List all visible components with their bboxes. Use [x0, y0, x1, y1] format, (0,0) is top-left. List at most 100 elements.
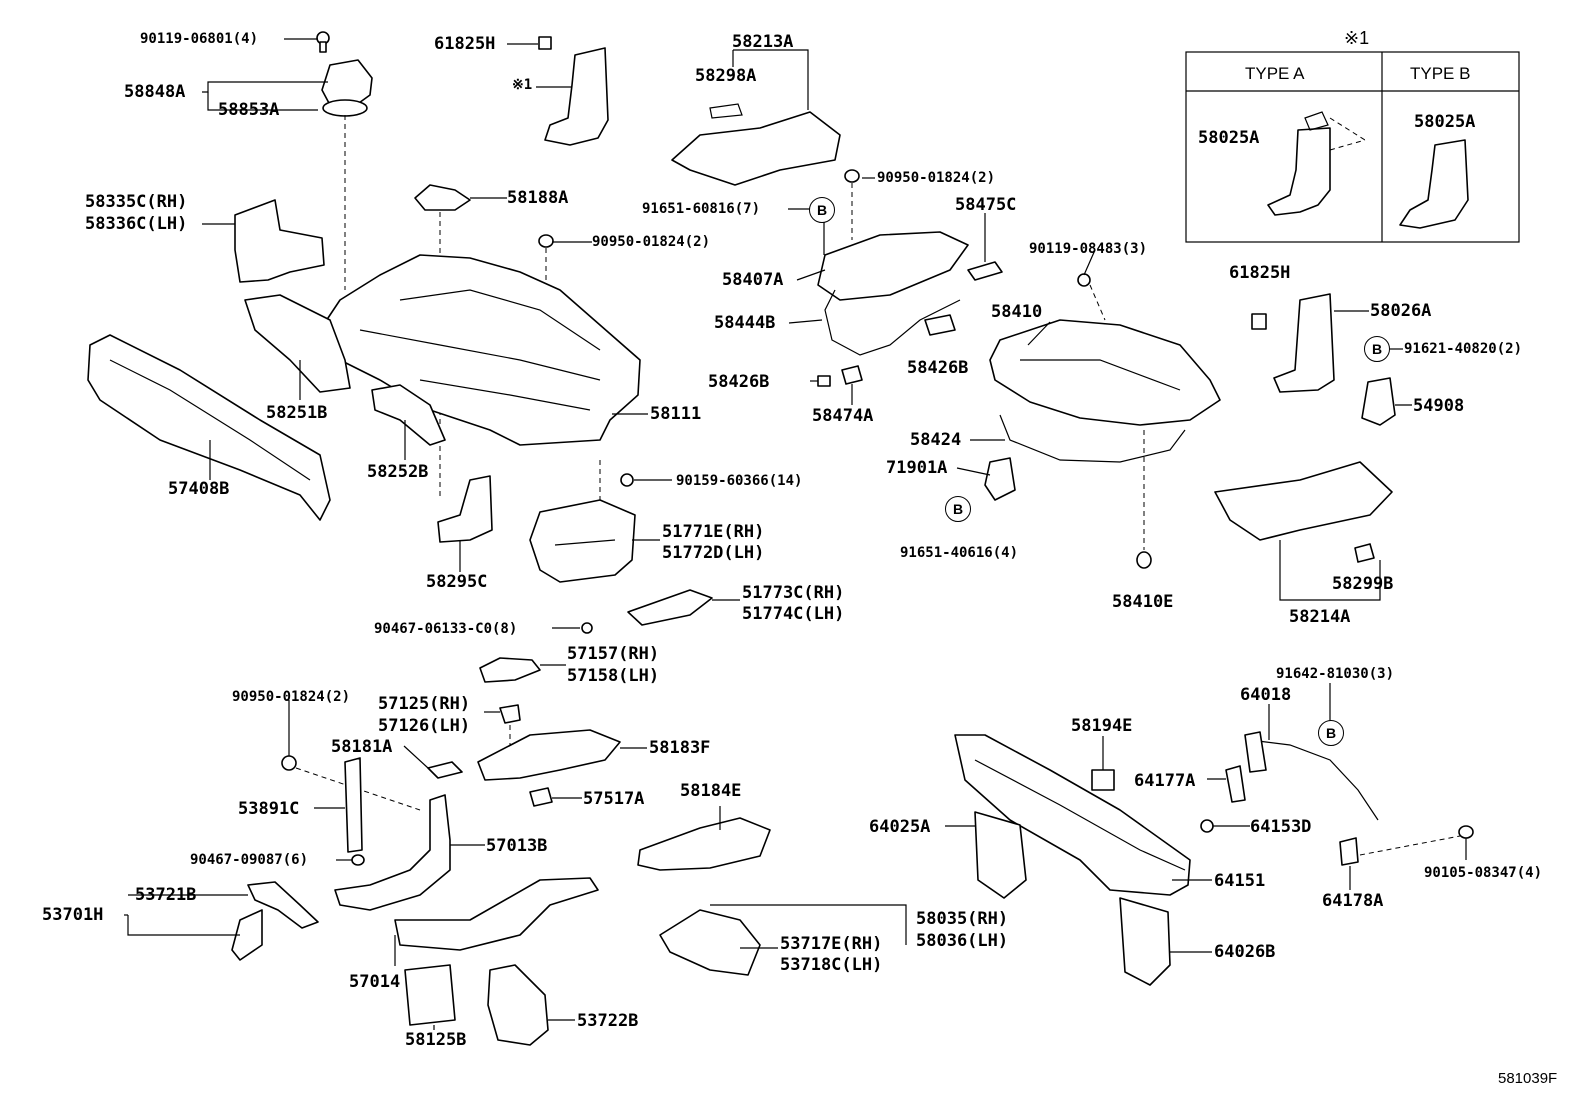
- part-58335C-bracket: [234, 199, 325, 283]
- label-58475C: 58475C: [955, 195, 1017, 215]
- part-53722B: [487, 964, 549, 1046]
- part-64153D: [1200, 819, 1214, 833]
- label-58295C: 58295C: [426, 572, 488, 592]
- label-58183F: 58183F: [649, 738, 711, 758]
- diagram-code: 581039F: [1498, 1070, 1558, 1087]
- part-58444B-pipe: [824, 289, 961, 356]
- part-64151-beam: [954, 734, 1191, 896]
- label-90105-08347: 90105-08347(4): [1424, 865, 1543, 881]
- part-58299B: [1354, 543, 1375, 563]
- part-clip-90950-b: [844, 169, 860, 183]
- label-58251B: 58251B: [266, 403, 328, 423]
- label-90950-01824-b: 90950-01824(2): [877, 170, 996, 186]
- type-table-note: ※1: [1344, 28, 1370, 48]
- part-61825H-right: [1251, 313, 1267, 330]
- label-64178A: 64178A: [1322, 891, 1384, 911]
- label-58036: 58036(LH): [916, 931, 1009, 951]
- part-58188A-bracket: [414, 184, 471, 211]
- label-58125B: 58125B: [405, 1030, 467, 1050]
- leader-lines: [124, 38, 1467, 1030]
- callout-b-4: B: [1318, 720, 1344, 746]
- label-57517A: 57517A: [583, 789, 645, 809]
- label-90467-06133: 90467-06133-C0(8): [374, 621, 518, 637]
- label-61825H-right: 61825H: [1229, 263, 1291, 283]
- label-58252B: 58252B: [367, 462, 429, 482]
- label-58426B-a: 58426B: [708, 372, 770, 392]
- label-58035: 58035(RH): [916, 909, 1009, 929]
- part-57157-bracket: [479, 657, 541, 683]
- label-53701H: 53701H: [42, 905, 104, 925]
- part-64177A: [1225, 765, 1246, 803]
- part-54908: [1361, 377, 1396, 426]
- label-58181A: 58181A: [331, 737, 393, 757]
- label-71901A: 71901A: [886, 458, 948, 478]
- label-58444B: 58444B: [714, 313, 776, 333]
- callout-b-2: B: [1364, 336, 1390, 362]
- part-57125-clip: [499, 704, 521, 724]
- part-58424-band: [999, 414, 1186, 463]
- label-57126: 57126(LH): [378, 716, 471, 736]
- label-54908: 54908: [1413, 396, 1465, 416]
- callout-b-1: B: [809, 197, 835, 223]
- part-57013B-frame: [334, 794, 451, 911]
- part-58426B-small-a: [817, 375, 831, 387]
- part-bolt-90105-08347: [1458, 825, 1474, 839]
- label-58188A: 58188A: [507, 188, 569, 208]
- label-57125: 57125(RH): [378, 694, 471, 714]
- part-58035-bracket: [659, 909, 761, 976]
- label-90159-60366: 90159-60366(14): [676, 473, 803, 489]
- part-clip-90467-06133: [581, 622, 593, 634]
- label-57408B: 57408B: [168, 479, 230, 499]
- label-58426B-b: 58426B: [907, 358, 969, 378]
- part-58025A-main: [544, 47, 609, 146]
- part-58111-floor-pan: [319, 254, 641, 446]
- part-58026A-bracket: [1273, 293, 1335, 393]
- label-note1-top: ※1: [512, 77, 533, 93]
- part-53701H-bracket: [231, 909, 263, 961]
- label-57014: 57014: [349, 972, 401, 992]
- part-53721B: [247, 881, 319, 929]
- label-51772D: 51772D(LH): [662, 543, 765, 563]
- label-53717E: 53717E(RH): [780, 934, 883, 954]
- part-58848A-mount: [321, 59, 373, 117]
- part-58252B: [371, 384, 446, 446]
- part-bolt-90119-08483: [1077, 273, 1091, 287]
- label-58407A: 58407A: [722, 270, 784, 290]
- part-58025A-type-b: [1399, 139, 1469, 229]
- part-57408B-crossmember: [87, 334, 331, 521]
- label-91651-60816: 91651-60816(7): [642, 201, 761, 217]
- part-61825H-top: [538, 36, 552, 50]
- label-58111: 58111: [650, 404, 702, 424]
- label-58853A: 58853A: [218, 100, 280, 120]
- part-clip-90950-c: [281, 755, 297, 771]
- label-57013B: 57013B: [486, 836, 548, 856]
- part-51771E-housing: [529, 499, 636, 583]
- label-58298A: 58298A: [695, 66, 757, 86]
- part-bolt-90159-60366: [620, 473, 634, 487]
- part-58407A-bracket: [817, 231, 969, 301]
- part-58251B-rail: [244, 294, 351, 393]
- label-64151: 64151: [1214, 871, 1266, 891]
- part-53891C: [344, 757, 363, 853]
- label-51773C: 51773C(RH): [742, 583, 845, 603]
- part-58214A-panel: [1214, 461, 1393, 541]
- label-53721B: 53721B: [135, 885, 197, 905]
- part-58475C-plate: [967, 261, 1003, 281]
- label-53718C: 53718C(LH): [780, 955, 883, 975]
- label-91642-81030: 91642-81030(3): [1276, 666, 1395, 682]
- label-58184E: 58184E: [680, 781, 742, 801]
- label-57158: 57158(LH): [567, 666, 660, 686]
- part-58025A-type-a: [1267, 111, 1366, 216]
- part-58184E: [637, 817, 771, 871]
- part-58410-tank: [989, 319, 1221, 426]
- part-58183F-rail: [477, 729, 621, 781]
- label-58336C: 58336C(LH): [85, 214, 188, 234]
- part-71901A: [984, 457, 1016, 501]
- label-58410: 58410: [991, 302, 1043, 322]
- part-51773C-bracket: [627, 589, 713, 626]
- label-90467-09087: 90467-09087(6): [190, 852, 309, 868]
- label-58214A: 58214A: [1289, 607, 1351, 627]
- type-table-frame: [1185, 51, 1520, 243]
